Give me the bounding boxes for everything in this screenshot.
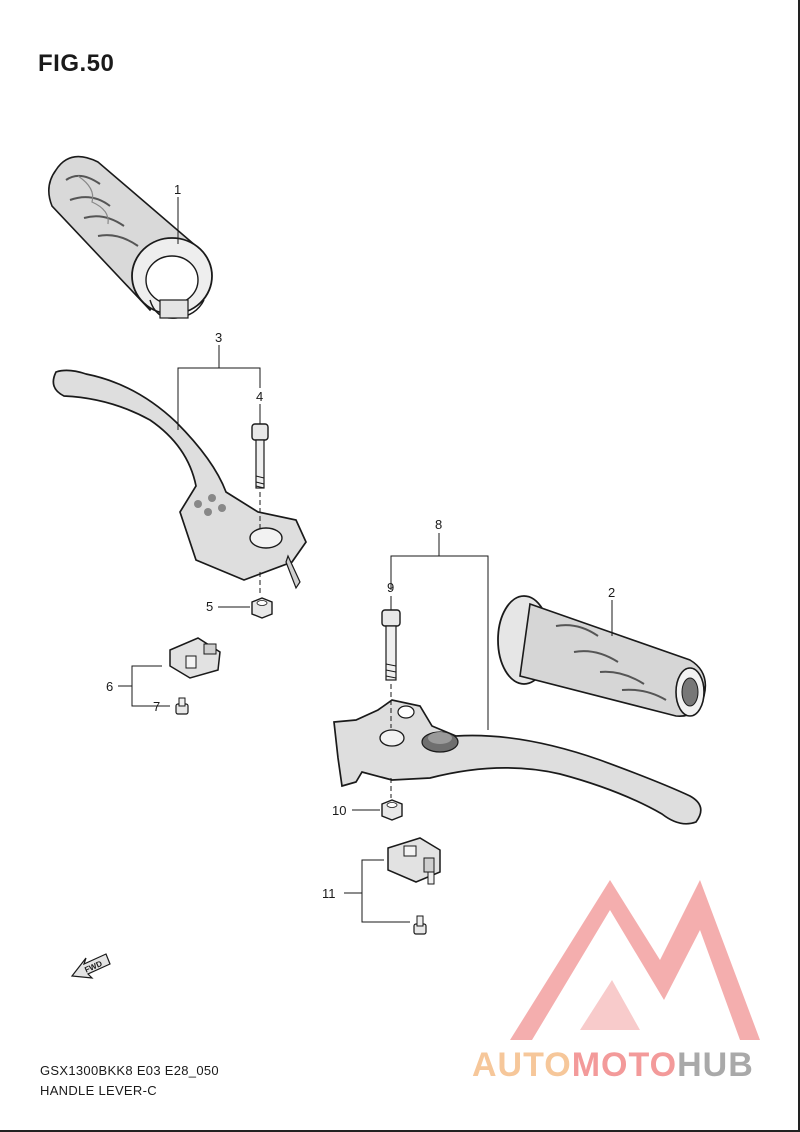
left-screw-part[interactable] <box>175 697 189 715</box>
fwd-label: FWD <box>83 959 104 975</box>
callout-9: 9 <box>387 580 394 595</box>
section-name: HANDLE LEVER-C <box>40 1083 157 1098</box>
right-nut-part[interactable] <box>381 778 403 821</box>
forward-direction-arrow-icon: FWD <box>70 953 111 979</box>
callout-7: 7 <box>153 699 160 714</box>
watermark-logo-icon <box>510 880 760 1040</box>
left-switch-part[interactable] <box>169 637 221 679</box>
callout-4: 4 <box>256 389 263 404</box>
callout-6: 6 <box>106 679 113 694</box>
watermark-text: AUTOMOTOHUB <box>472 1046 754 1084</box>
callout-1: 1 <box>174 182 181 197</box>
left-lever-part[interactable] <box>52 369 307 590</box>
callout-11: 11 <box>322 886 336 901</box>
figure-title: FIG.50 <box>38 50 115 77</box>
left-grip-part[interactable] <box>48 155 213 319</box>
left-nut-part[interactable] <box>251 572 273 619</box>
callout-3: 3 <box>215 330 222 345</box>
callout-2: 2 <box>608 585 615 600</box>
right-switch-part[interactable] <box>387 837 441 935</box>
model-code: GSX1300BKK8 E03 E28_050 <box>40 1063 219 1078</box>
callout-10: 10 <box>332 803 346 818</box>
left-pivot-bolt-part[interactable] <box>251 423 269 528</box>
callout-labels: 1 2 3 4 5 6 7 8 9 10 11 <box>106 182 615 901</box>
right-grip-part[interactable] <box>497 595 707 717</box>
right-lever-part[interactable] <box>333 699 702 825</box>
leader-lines <box>118 197 613 923</box>
callout-5: 5 <box>206 599 213 614</box>
callout-8: 8 <box>435 517 442 532</box>
